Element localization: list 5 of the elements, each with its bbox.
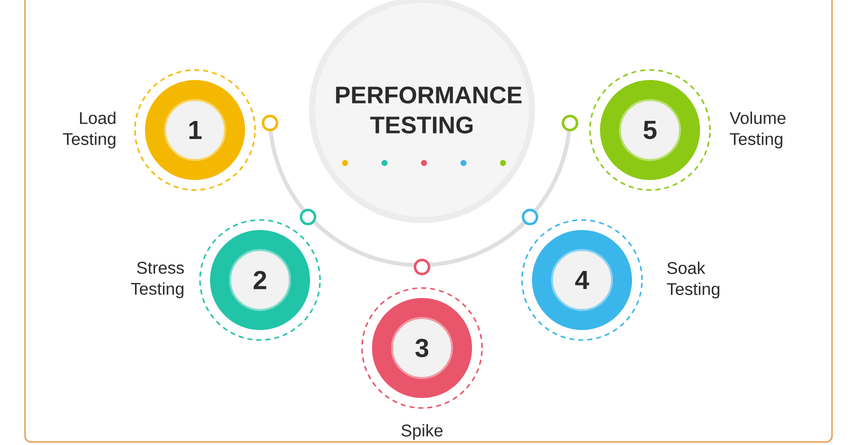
step-label: Volume Testing — [730, 112, 786, 148]
step-label: Load Testing — [62, 112, 116, 148]
step-label: Stress Testing — [130, 262, 184, 298]
step-label: Spike — [402, 424, 443, 440]
step-label: Soak Testing — [666, 262, 720, 298]
